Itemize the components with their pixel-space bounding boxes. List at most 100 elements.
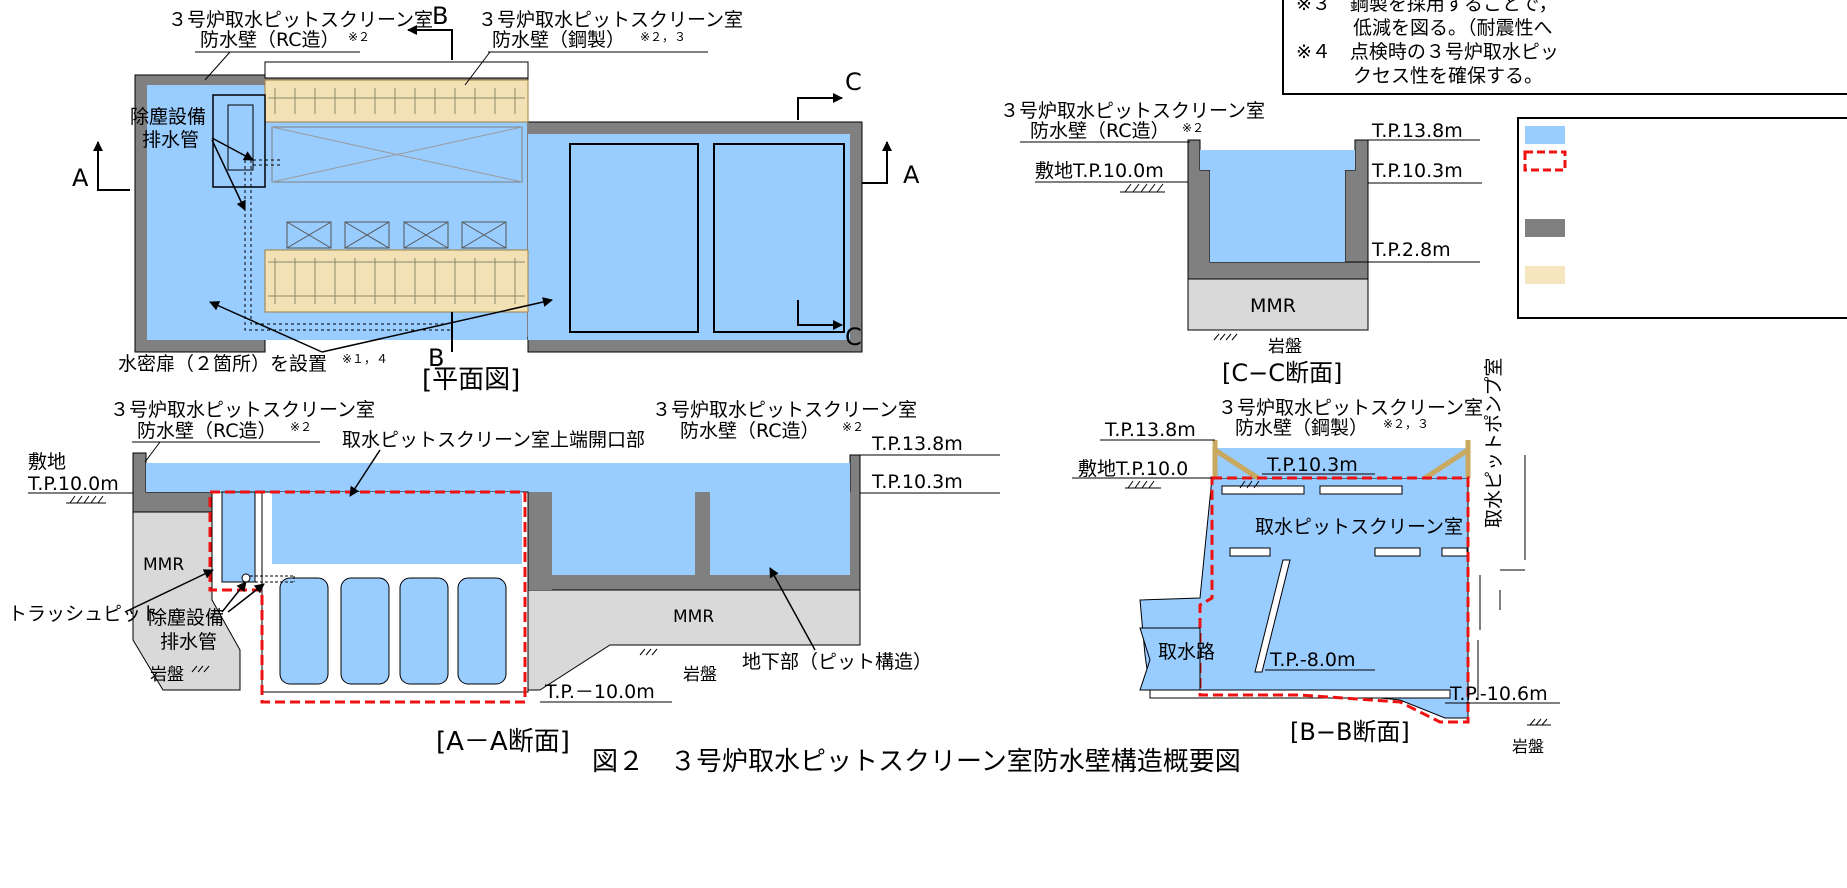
note-line-4: クセス性を確保する。 [1353,65,1543,87]
bb-ground: 敷地T.P.10.0 [1078,458,1188,480]
cc-tp-mid: T.P.10.3m [1371,160,1463,182]
aa-ground-1: 敷地 [28,451,66,473]
aa-chamber-3 [399,577,449,685]
bb-pump-room [1477,455,1526,700]
aa-right-label-1: ３号炉取水ピットスクリーン室 [652,399,917,421]
section-cc: MMR 敷地T.P.10.0m T.P.13.8m T.P.10.3m T.P.… [1000,100,1482,387]
aa-trash-pit [221,491,256,583]
plan-steel-wall-note: ※２，３ [640,30,686,44]
aa-tp-top: T.P.13.8m [871,433,963,455]
bb-channel-label: 取水路 [1158,641,1215,663]
cc-caption: [C−C断面] [1222,359,1342,387]
plan-doors-label: 水密扉（２箇所）を設置 [118,353,327,375]
plan-water-right [528,134,850,340]
aa-water-top [146,463,850,492]
plan-caption: [平面図] [422,365,520,395]
plan-rc-wall-label-1: ３号炉取水ピットスクリーン室 [168,9,433,31]
aa-caption: [A－A断面] [436,727,570,757]
plan-arrow-a-right: A [903,161,920,189]
aa-screen-water [272,492,522,564]
plan-rc-wall-label-2: 防水壁（RC造） [200,29,340,51]
plan-opening-rim [264,61,529,79]
cc-label-1: ３号炉取水ピットスクリーン室 [1000,100,1265,122]
section-aa: 敷地 T.P.10.0m T.P.13.8m T.P.10.3m T.P.－10… [8,399,1000,757]
bb-caption: [B−B断面] [1290,718,1410,746]
bb-tp-mid: T.P.10.3m [1266,454,1358,476]
plan-steel-hatch [268,88,525,304]
bb-room-label: 取水ピットスクリーン室 [1255,516,1463,538]
aa-water-pit-1 [552,492,695,575]
plan-dust-label-1: 除塵設備 [130,106,206,128]
cc-tp-top: T.P.13.8m [1371,120,1463,142]
aa-water-pit-2 [710,492,850,575]
plan-screen-area [271,126,523,183]
plan-arrow-c-bottom: C [845,323,862,351]
bb-slabs [1149,485,1468,699]
aa-mmr-right-label: MMR [673,607,714,627]
plan-doors-note: ※１，４ [342,352,388,366]
bb-red-dashed-boundary [1198,476,1470,724]
note-line-1: ※３ 鋼製を採用することで， [1296,0,1558,15]
cc-label-note: ※２ [1182,121,1204,135]
bb-intake-channel [1139,627,1201,691]
bb-tp-low: T.P.-8.0m [1269,649,1356,671]
notes-box: ※３ 鋼製を採用することで， 低減を図る。（耐震性へ ※４ 点検時の３号炉取水ピ… [1282,0,1847,95]
cc-water-upper [1200,150,1355,170]
bb-tp-bottom: T.P.-10.6m [1449,683,1548,705]
note-line-3: ※４ 点検時の３号炉取水ピッ [1296,41,1559,63]
aa-tp-mid: T.P.10.3m [871,471,963,493]
plan-steel-wall-label-2: 防水壁（鋼製） [492,29,625,51]
cc-label-2: 防水壁（RC造） [1030,120,1170,142]
cc-tp-low: T.P.2.8m [1371,239,1451,261]
bb-label-note: ※２，３ [1383,417,1429,431]
plan-arrow-b-top: B [432,2,448,30]
aa-tp-bottom: T.P.－10.0m [544,681,655,703]
plan-rc-wall-note: ※２ [348,30,370,44]
legend [1517,117,1847,319]
cc-bedrock: 岩盤 [1268,337,1302,357]
plan-view: 除塵設備 排水管 ３号炉取水ピットスクリーン室 防水壁（RC造） ※２ ３号炉取… [72,2,920,395]
section-bb: 敷地T.P.10.0 T.P.13.8m T.P.10.3m ３号炉取水ピットス… [1072,358,1560,756]
aa-bedrock-left: 岩盤 [150,665,184,685]
aa-chamber-1 [279,577,329,685]
cc-ground: 敷地T.P.10.0m [1035,160,1164,182]
bb-tp-top: T.P.13.8m [1104,419,1196,441]
aa-left-label-2: 防水壁（RC造） [137,420,277,442]
aa-ground-2: T.P.10.0m [27,473,119,495]
aa-chamber-4 [457,577,507,685]
legend-steel-swatch [1525,266,1565,284]
aa-chamber-2 [340,577,390,685]
aa-dust-label-2: 排水管 [160,631,217,653]
plan-pit-1 [569,143,699,333]
figure-caption: 図２ ３号炉取水ピットスクリーン室防水壁構造概要図 [592,747,1241,777]
plan-arrow-c-top: C [845,68,862,96]
aa-mmr-left [132,511,241,691]
bb-label-2: 防水壁（鋼製） [1235,417,1368,439]
plan-dust-label-2: 排水管 [142,129,199,151]
aa-left-label-note: ※２ [290,420,312,434]
cc-mmr-label: MMR [1250,295,1296,317]
plan-steel-wall-top [264,79,529,123]
bb-water-surface [1215,448,1468,478]
bb-label-1: ３号炉取水ピットスクリーン室 [1218,397,1483,419]
aa-trash-pit-label: トラッシュピット [8,603,160,625]
bb-steel-walls [1212,440,1471,481]
aa-mmr-left-label: MMR [143,555,184,575]
plan-arrow-a-left: A [72,164,89,192]
plan-gates [286,221,507,249]
aa-underground-label: 地下部（ピット構造） [742,651,932,673]
aa-right-label-note: ※２ [842,420,864,434]
aa-dust-label-1: 除塵設備 [148,607,224,629]
legend-water-swatch [1525,126,1565,144]
note-line-2: 低減を図る。（耐震性へ [1353,17,1553,39]
cc-water-lower [1210,170,1345,262]
plan-screen-cross [271,126,523,183]
legend-dashed-swatch [1523,150,1567,172]
plan-arrow-b-bottom: B [428,344,444,372]
legend-wall-swatch [1525,219,1565,237]
aa-right-label-2: 防水壁（RC造） [680,420,820,442]
aa-left-label-1: ３号炉取水ピットスクリーン室 [110,399,375,421]
plan-pit-2 [713,143,845,333]
bb-pump-room-label: 取水ピットポンプ室 [1483,358,1505,528]
